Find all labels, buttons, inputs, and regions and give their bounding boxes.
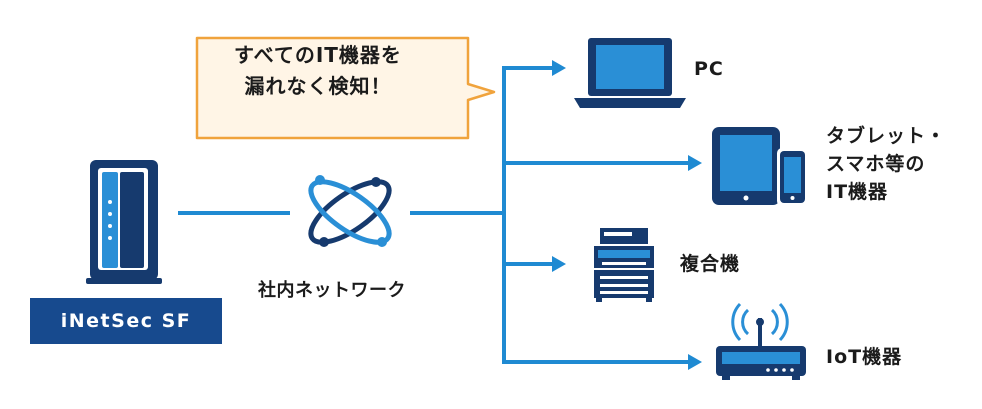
device-label-tablet-line-1: タブレット・ — [826, 125, 947, 147]
callout-line-2: 漏れなく検知！ — [244, 74, 392, 98]
device-label-tablet-line-3: IT機器 — [826, 181, 889, 203]
network-label: 社内ネットワーク — [258, 280, 406, 301]
printer-icon — [594, 228, 654, 302]
device-label-mfp: 複合機 — [680, 253, 741, 275]
product-badge: iNetSec SF — [30, 298, 222, 344]
callout-line-1: すべてのIT機器を — [234, 43, 402, 67]
laptop-icon — [574, 38, 686, 108]
device-label-pc: PC — [694, 58, 724, 80]
network-icon — [308, 175, 392, 247]
router-icon — [716, 302, 806, 380]
connection-lines — [178, 66, 688, 364]
arrowheads — [552, 60, 702, 370]
device-label-tablet: タブレット・ スマホ等の IT機器 — [826, 122, 946, 206]
device-label-iot: IoT機器 — [826, 346, 903, 368]
callout-text: すべてのIT機器を 漏れなく検知！ — [168, 40, 468, 102]
tablet-phone-icon — [712, 127, 808, 206]
server-icon — [86, 160, 162, 284]
device-label-tablet-line-2: スマホ等の — [826, 153, 926, 175]
callout-bubble — [195, 36, 496, 140]
